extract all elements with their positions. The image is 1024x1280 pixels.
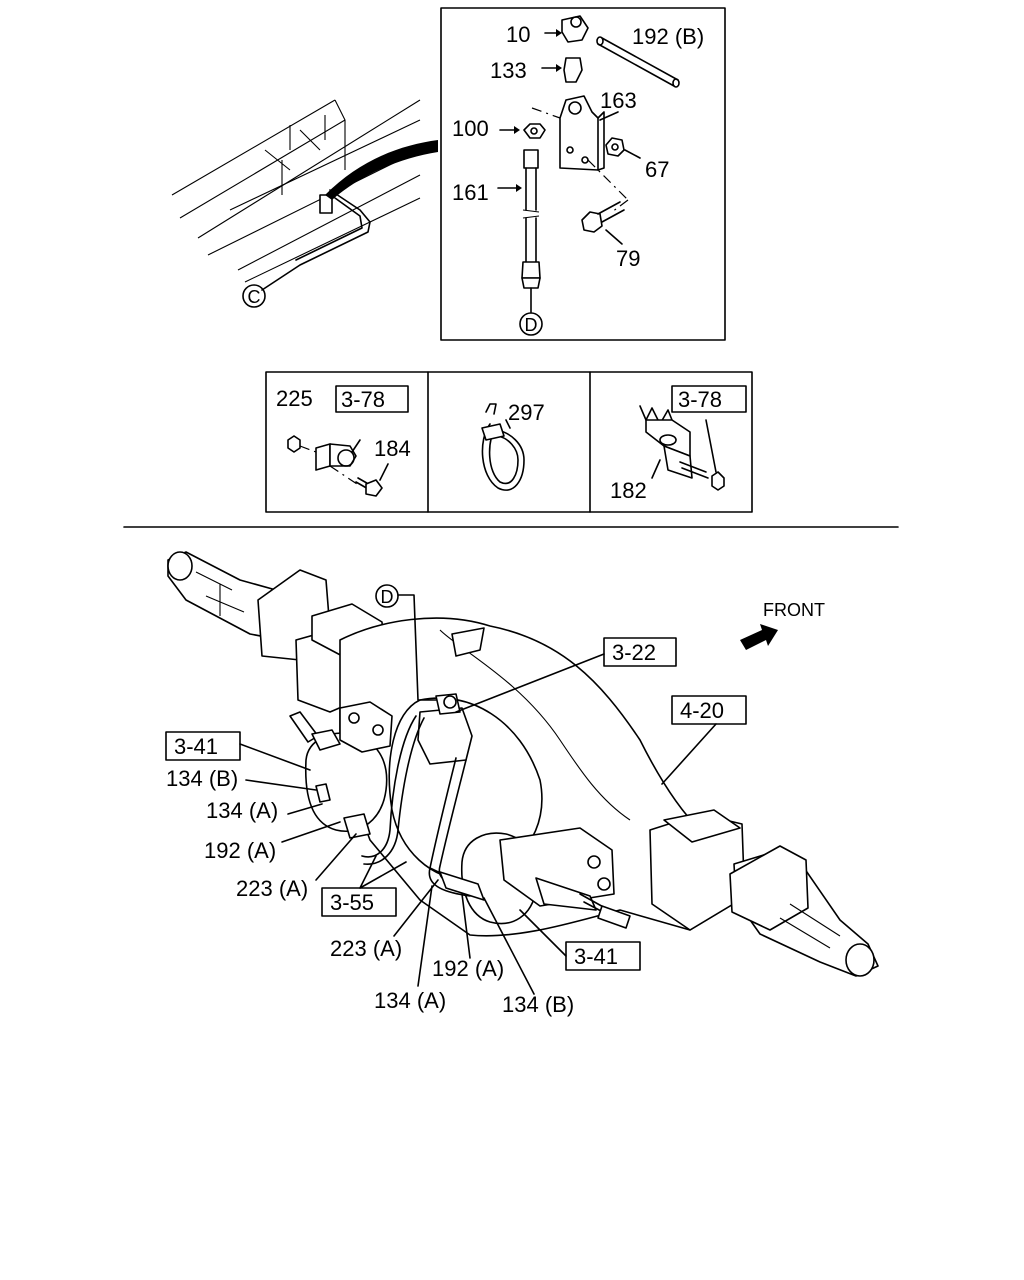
ref-4-20: 4-20 [680,698,724,723]
detail-box: 10 192 (B) 133 163 100 67 161 79 D [440,7,726,341]
circle-d-label-main: D [381,587,394,607]
elbow-fitting [544,15,589,43]
ref-3-78-right: 3-78 [678,387,722,412]
leader-223a-bottom [393,879,439,937]
part-163-label: 163 [600,88,637,113]
rear-axle-assembly: FRONT D 3-22 4-20 3-41 3-55 3-41 134 (B)… [165,551,879,1017]
ref-3-78-left: 3-78 [341,387,385,412]
small-parts-panel: 225 3-78 184 297 3-78 182 [265,371,753,513]
frame-rail-overview [171,99,438,291]
brake-chamber-right [460,827,631,929]
connector-133 [541,57,583,83]
part-134b-bottom: 134 (B) [502,992,574,1017]
part-225-label: 225 [276,386,313,411]
leader-3-41-left [239,743,311,771]
part-223a-left: 223 (A) [236,876,308,901]
nut-67 [605,137,641,159]
circle-c-label: C [248,287,261,307]
part-134b-left: 134 (B) [166,766,238,791]
leader-4-20 [661,723,717,785]
bracket-163 [531,95,629,213]
part-100-label: 100 [452,116,489,141]
leader-192a-left [281,821,341,843]
leader-3-22 [455,653,605,713]
part-133-label: 133 [490,58,527,83]
tube-192b [596,36,680,88]
circle-d-label-detail: D [525,315,538,335]
part-161-label: 161 [452,180,489,205]
ref-3-22: 3-22 [612,640,656,665]
part-134a-left: 134 (A) [206,798,278,823]
bolt-79 [581,201,625,245]
hose-161 [497,149,541,313]
front-arrow-icon [740,624,778,650]
front-label: FRONT [763,600,825,620]
bracket-182 [639,385,747,491]
brake-chamber-left [289,701,393,832]
part-10-label: 10 [506,22,530,47]
ref-3-41-left: 3-41 [174,734,218,759]
leader-134a-bottom [417,885,433,987]
part-134a-bottom: 134 (A) [374,988,446,1013]
leader-3-55 [359,855,407,889]
part-223a-bottom: 223 (A) [330,936,402,961]
part-184-label: 184 [374,436,411,461]
leader-192a-bottom [461,893,471,959]
part-79-label: 79 [616,246,640,271]
leader-3-41-right [519,909,567,957]
leader-d [397,594,437,701]
callout-c: C [242,284,266,308]
brake-hoses [315,715,485,901]
part-192a-left: 192 (A) [204,838,276,863]
leader-134b-left [245,779,317,791]
ref-3-55: 3-55 [330,890,374,915]
ref-3-41-right: 3-41 [574,944,618,969]
part-182-label: 182 [610,478,647,503]
part-67-label: 67 [645,157,669,182]
part-192b-label: 192 (B) [632,24,704,49]
leader-223a-left [315,833,357,881]
leader-134b-bottom [483,897,535,995]
clamp-assembly [287,385,409,497]
part-297-label: 297 [508,400,545,425]
part-192a-bottom: 192 (A) [432,956,504,981]
leader-134a-left [287,803,323,815]
cable-tie [481,403,525,491]
nut-100 [499,123,546,139]
